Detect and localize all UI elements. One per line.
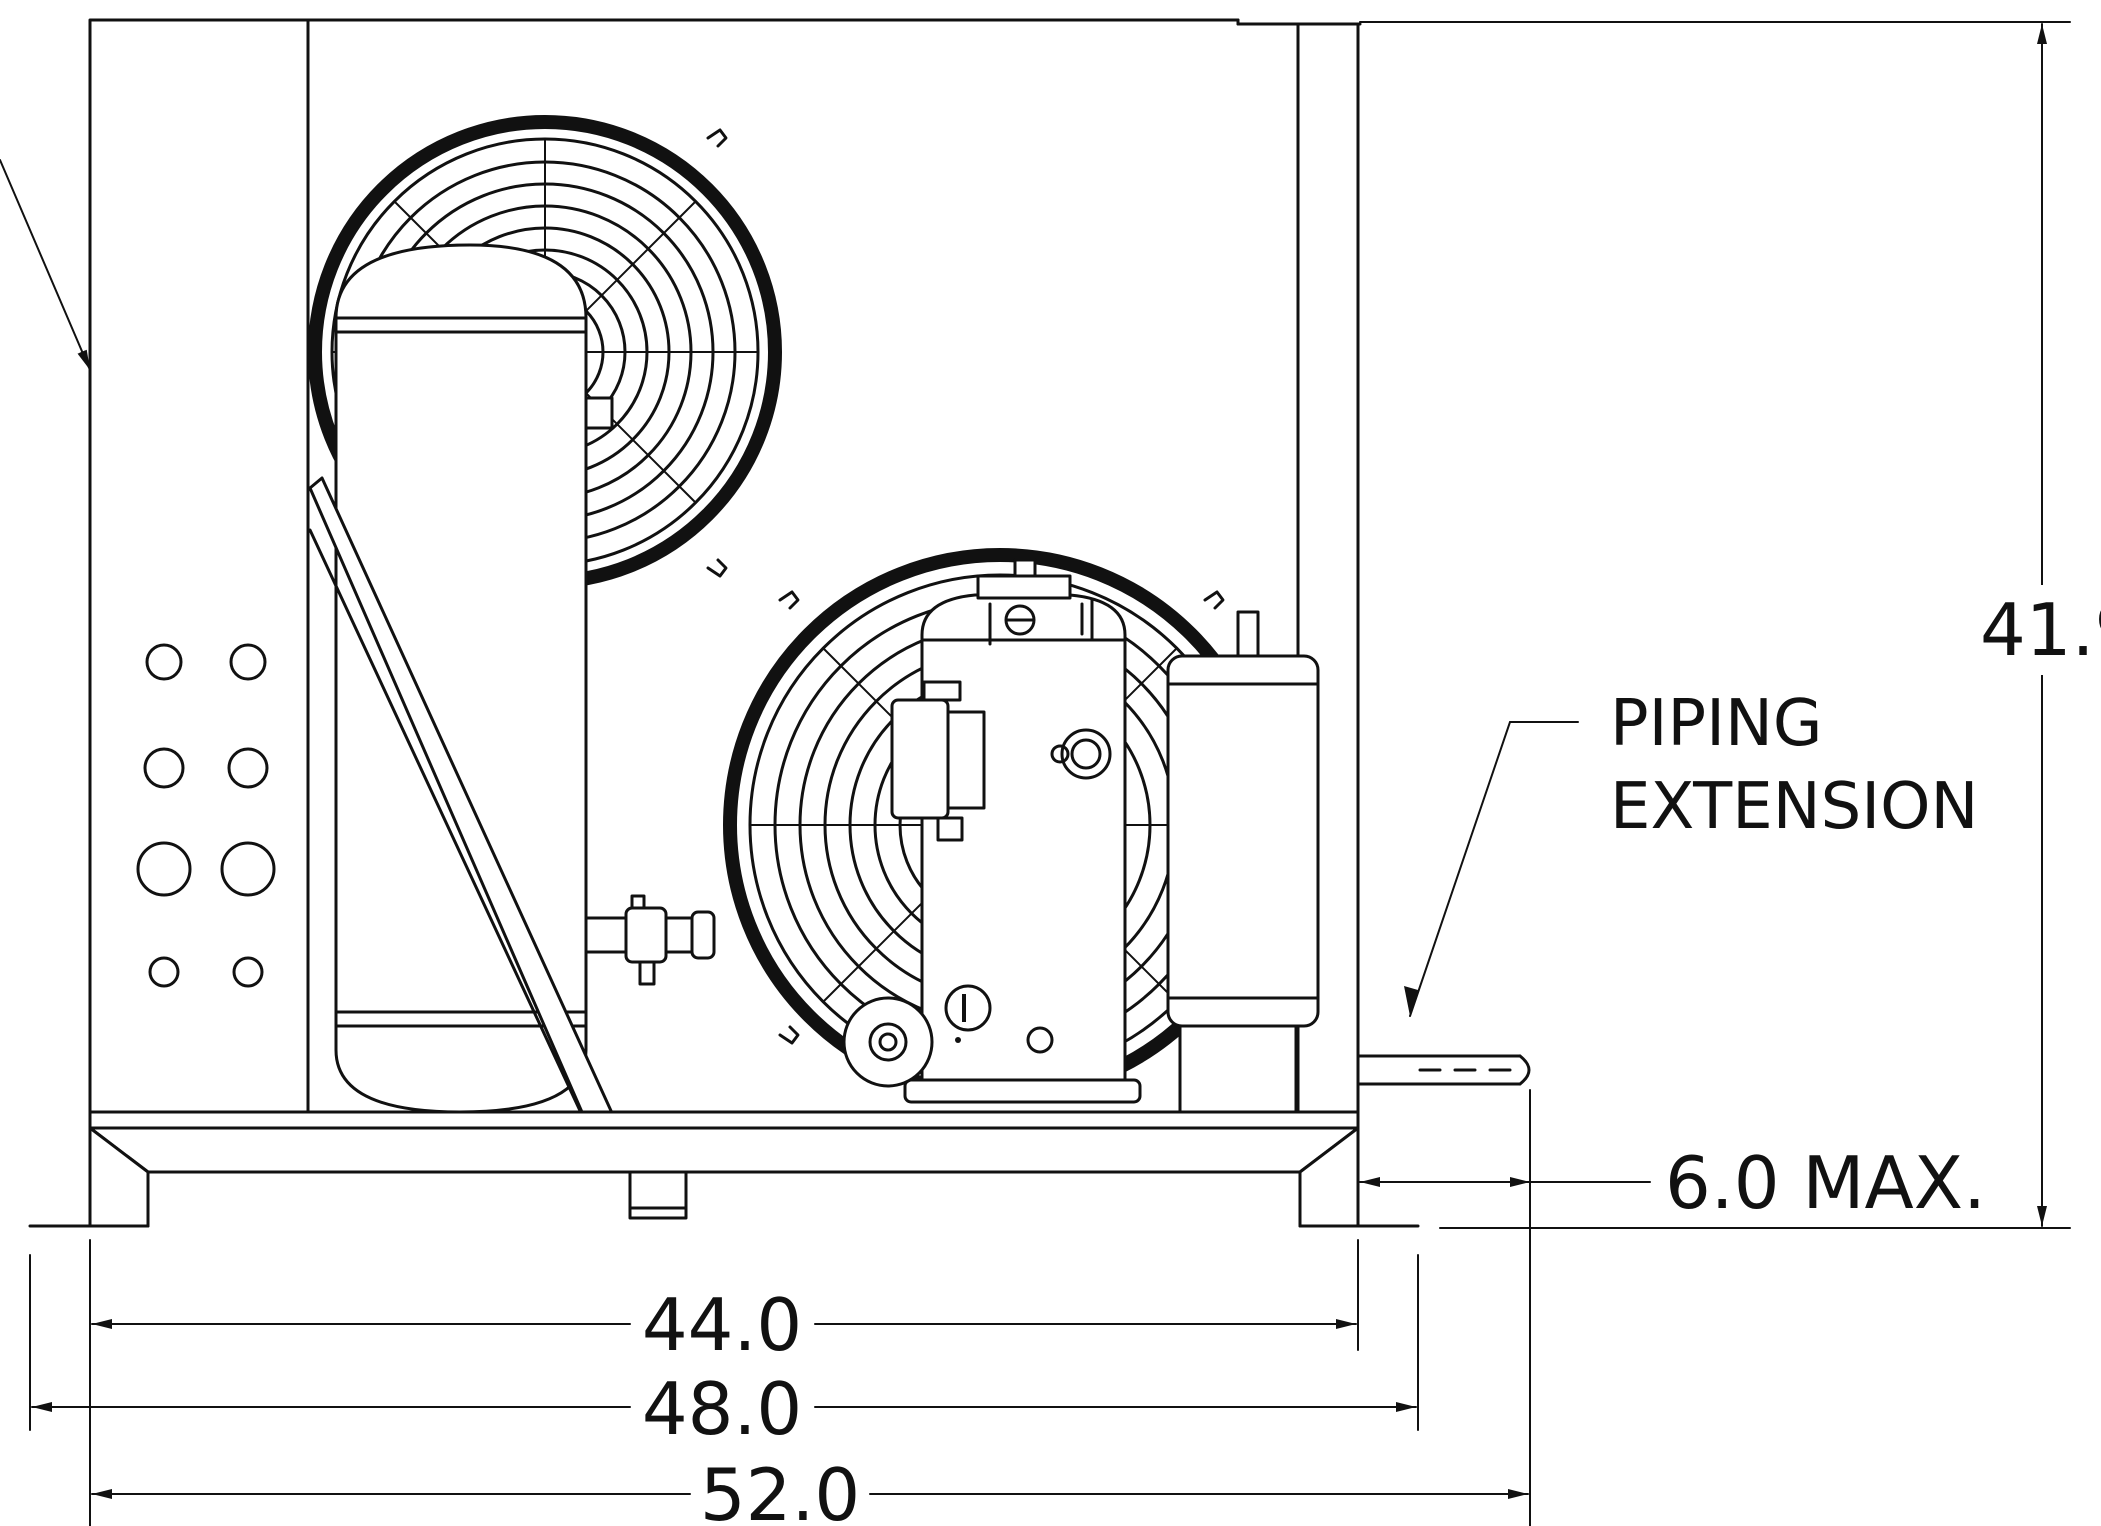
cabinet <box>88 18 2071 1114</box>
dimension-44-label: 44.0 <box>642 1283 802 1367</box>
scroll-compressor <box>842 558 1142 1104</box>
left-end-panel <box>88 18 310 1114</box>
accumulator <box>1166 610 1320 1114</box>
dimension-48-label: 48.0 <box>642 1367 802 1451</box>
dimension-52-label: 52.0 <box>700 1453 860 1526</box>
fan-guard-clip-icon <box>1203 590 1225 610</box>
extension-max-label: 6.0 MAX. <box>1665 1141 1986 1225</box>
height-dimension-label: 41.9 <box>1980 588 2101 672</box>
dimension-52 <box>89 1349 1529 1526</box>
extension-max-dimension <box>1359 1089 1651 1526</box>
dimension-48 <box>29 1254 1419 1431</box>
fan-guard-clip-icon <box>706 128 728 148</box>
piping-extension <box>1356 721 1579 1086</box>
fan-guard-clip-icon <box>778 1025 800 1045</box>
liquid-receiver <box>334 243 716 1114</box>
base-frame <box>28 1110 2071 1229</box>
dimension-44 <box>89 1239 1359 1351</box>
leader-arrow <box>0 159 91 371</box>
electrical-knockouts <box>136 643 276 988</box>
piping-extension-label-line2: EXTENSION <box>1610 770 1978 844</box>
height-dimension <box>1975 23 2101 1227</box>
piping-extension-label-line1: PIPING <box>1610 687 1822 761</box>
fan-guard-clip-icon <box>706 558 728 578</box>
fan-guard-clip-icon <box>778 590 800 610</box>
